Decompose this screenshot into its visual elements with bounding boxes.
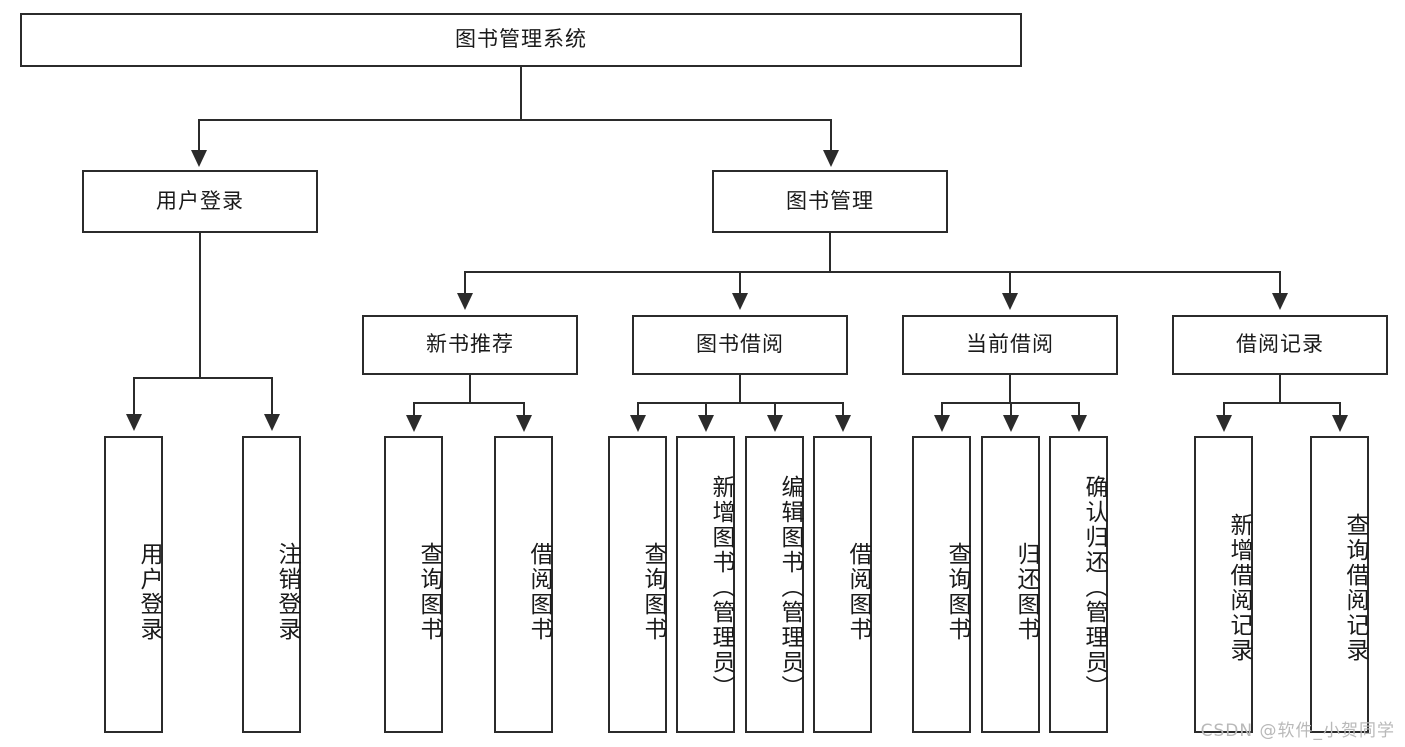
- node-label: 查询图书: [416, 541, 442, 642]
- node-label: 图书管理系统: [455, 27, 587, 52]
- connector-to-new-book-recommend: [464, 271, 466, 295]
- arrowhead-bb-leaf-4: [835, 415, 851, 432]
- arrowhead-to-current-borrow: [1002, 293, 1018, 310]
- node-borrow-record[interactable]: 借阅记录: [1172, 315, 1388, 375]
- node-book-management[interactable]: 图书管理: [712, 170, 948, 233]
- node-label: 新增借阅记录: [1226, 512, 1252, 663]
- connector-new-book-recommend-drop: [469, 375, 471, 403]
- leaf-bb-borrow-book[interactable]: 借阅图书: [813, 436, 872, 733]
- leaf-bb-edit-book-admin[interactable]: 编辑图书（管理员）: [745, 436, 804, 733]
- arrowhead-to-book-management: [823, 150, 839, 167]
- arrowhead-cb-leaf-2: [1003, 415, 1019, 432]
- connector-borrow-record-drop: [1279, 375, 1281, 403]
- leaf-br-query-record[interactable]: 查询借阅记录: [1310, 436, 1369, 733]
- connector-cb-leaf-1: [941, 402, 943, 417]
- connector-to-book-borrow: [739, 271, 741, 295]
- arrowhead-bb-leaf-3: [767, 415, 783, 432]
- connector-borrow-record-bus: [1223, 402, 1340, 404]
- connector-user-login-leaf-1: [133, 377, 135, 416]
- arrowhead-cb-leaf-3: [1071, 415, 1087, 432]
- node-label: 当前借阅: [966, 332, 1054, 357]
- connector-book-borrow-bus: [637, 402, 843, 404]
- arrowhead-br-leaf-1: [1216, 415, 1232, 432]
- leaf-cb-query-book[interactable]: 查询图书: [912, 436, 971, 733]
- connector-new-book-recommend-bus: [413, 402, 524, 404]
- node-label: 查询图书: [944, 541, 970, 642]
- node-new-book-recommend[interactable]: 新书推荐: [362, 315, 578, 375]
- arrowhead-to-new-book-recommend: [457, 293, 473, 310]
- node-label: 确认归还（管理员）: [1081, 475, 1107, 700]
- node-label: 新书推荐: [426, 332, 514, 357]
- connector-to-book-management: [830, 119, 832, 152]
- connector-nbr-leaf-2: [523, 402, 525, 417]
- leaf-br-add-record[interactable]: 新增借阅记录: [1194, 436, 1253, 733]
- leaf-cb-confirm-return-admin[interactable]: 确认归还（管理员）: [1049, 436, 1108, 733]
- connector-br-leaf-2: [1339, 402, 1341, 417]
- leaf-cb-return-book[interactable]: 归还图书: [981, 436, 1040, 733]
- node-label: 编辑图书（管理员）: [777, 475, 803, 700]
- watermark-text: CSDN @软件_小贺同学: [1200, 721, 1395, 741]
- node-label: 归还图书: [1013, 541, 1039, 642]
- leaf-nbr-borrow-book[interactable]: 借阅图书: [494, 436, 553, 733]
- node-label: 借阅图书: [526, 541, 552, 642]
- connector-book-borrow-drop: [739, 375, 741, 403]
- node-book-borrow[interactable]: 图书借阅: [632, 315, 848, 375]
- connector-bb-leaf-3: [774, 402, 776, 417]
- leaf-nbr-query-book[interactable]: 查询图书: [384, 436, 443, 733]
- arrowhead-to-user-login: [191, 150, 207, 167]
- arrowhead-to-book-borrow: [732, 293, 748, 310]
- leaf-user-login[interactable]: 用户登录: [104, 436, 163, 733]
- connector-to-current-borrow: [1009, 271, 1011, 295]
- arrowhead-bb-leaf-1: [630, 415, 646, 432]
- connector-bb-leaf-1: [637, 402, 639, 417]
- connector-book-management-drop: [829, 233, 831, 272]
- node-label: 图书借阅: [696, 332, 784, 357]
- arrowhead-to-borrow-record: [1272, 293, 1288, 310]
- connector-to-user-login: [198, 119, 200, 152]
- node-user-login[interactable]: 用户登录: [82, 170, 318, 233]
- node-label: 图书管理: [786, 188, 874, 213]
- connector-level3-bus: [464, 271, 1280, 273]
- node-label: 注销登录: [274, 541, 300, 642]
- connector-cb-leaf-2: [1010, 402, 1012, 417]
- leaf-bb-add-book-admin[interactable]: 新增图书（管理员）: [676, 436, 735, 733]
- arrowhead-nbr-leaf-1: [406, 415, 422, 432]
- node-label: 查询图书: [640, 541, 666, 642]
- connector-level1-bus: [198, 119, 832, 121]
- node-label: 查询借阅记录: [1342, 512, 1368, 663]
- connector-root-drop: [520, 67, 522, 120]
- node-label: 借阅图书: [845, 541, 871, 642]
- node-label: 用户登录: [136, 541, 162, 642]
- connector-cb-leaf-3: [1078, 402, 1080, 417]
- connector-bb-leaf-2: [705, 402, 707, 417]
- connector-user-login-leaf-2: [271, 377, 273, 416]
- connector-bb-leaf-4: [842, 402, 844, 417]
- connector-current-borrow-drop: [1009, 375, 1011, 403]
- connector-to-borrow-record: [1279, 271, 1281, 295]
- connector-user-login-leaf-bus: [133, 377, 272, 379]
- leaf-logout[interactable]: 注销登录: [242, 436, 301, 733]
- arrowhead-nbr-leaf-2: [516, 415, 532, 432]
- arrowhead-cb-leaf-1: [934, 415, 950, 432]
- node-label: 借阅记录: [1236, 332, 1324, 357]
- arrowhead-bb-leaf-2: [698, 415, 714, 432]
- connector-user-login-drop: [199, 233, 201, 378]
- node-label: 用户登录: [156, 188, 244, 213]
- connector-br-leaf-1: [1223, 402, 1225, 417]
- node-label: 新增图书（管理员）: [708, 475, 734, 700]
- leaf-bb-query-book[interactable]: 查询图书: [608, 436, 667, 733]
- arrowhead-br-leaf-2: [1332, 415, 1348, 432]
- connector-nbr-leaf-1: [413, 402, 415, 417]
- node-current-borrow[interactable]: 当前借阅: [902, 315, 1118, 375]
- arrowhead-user-login-leaf-2: [264, 414, 280, 431]
- arrowhead-user-login-leaf-1: [126, 414, 142, 431]
- node-root-book-management-system[interactable]: 图书管理系统: [20, 13, 1022, 67]
